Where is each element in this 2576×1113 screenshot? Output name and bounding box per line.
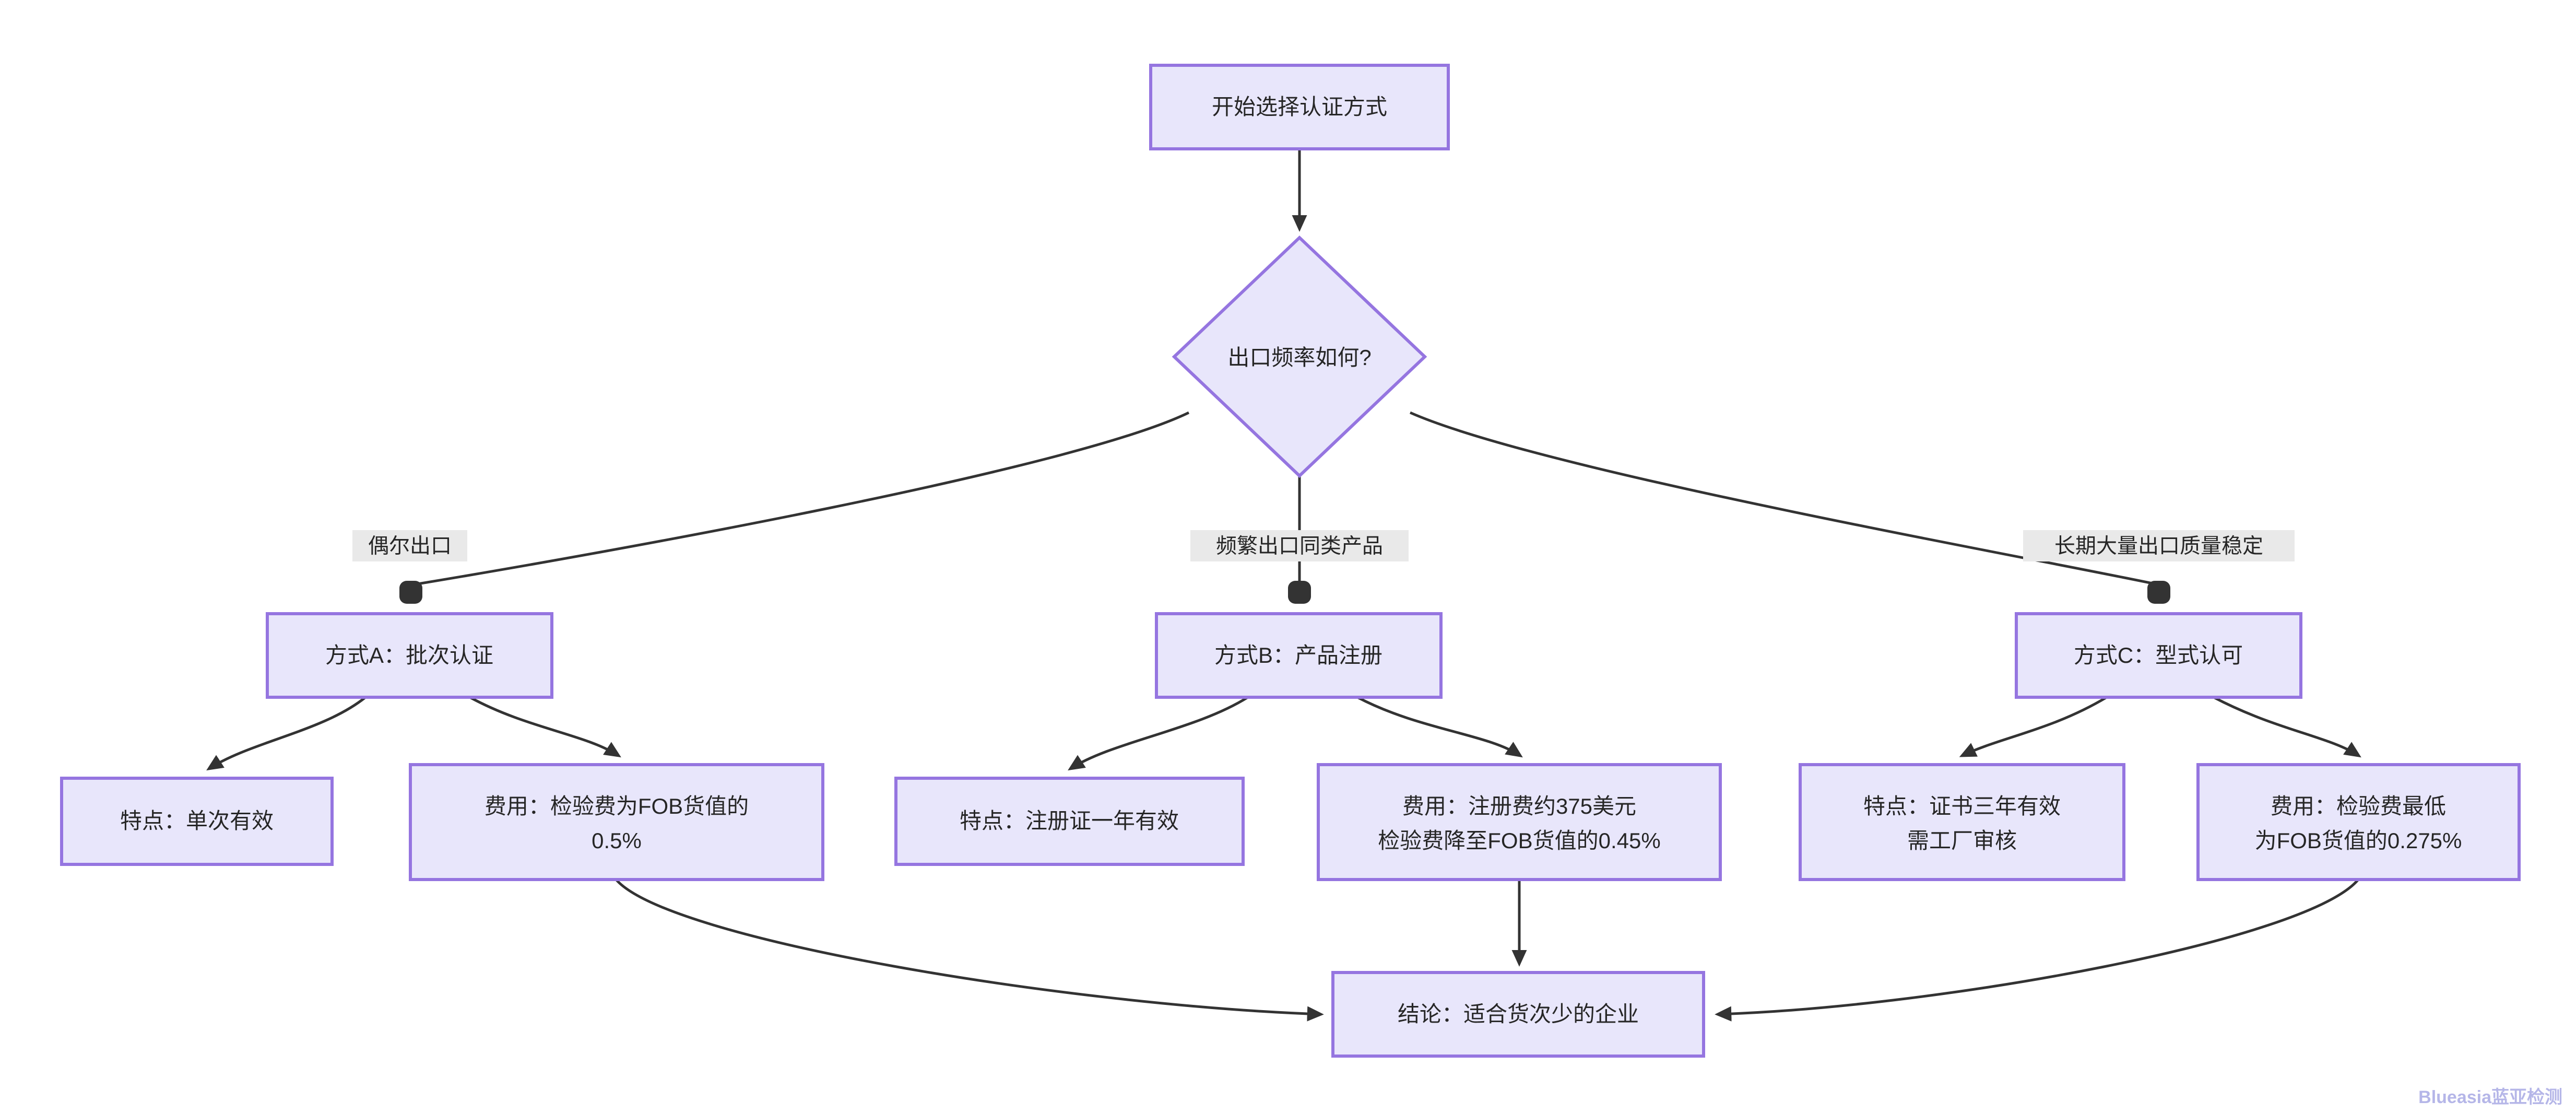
node-fee-c[interactable]: 费用：检验费最低 为FOB货值的0.275% [2196,763,2521,881]
edge-dot-method-a [399,581,422,604]
node-method-a-label: 方式A：批次认证 [325,643,493,667]
edge-label-bg-frequent [1190,530,1409,561]
node-decision[interactable]: 出口频率如何? [1172,235,1427,478]
node-method-a[interactable]: 方式A：批次认证 [266,612,553,699]
nodes-layer: 开始选择认证方式 出口频率如何? 方式A：批次认证 方式B：产品注册 方式C：型… [60,64,2521,1058]
edge-label-bg-occasional [352,530,467,561]
node-conclusion-shape[interactable] [1331,971,1705,1058]
node-fee-a-label-line2: 0.5% [592,828,642,853]
node-start[interactable]: 开始选择认证方式 [1149,64,1450,150]
node-feature-b-shape[interactable] [894,777,1245,866]
edges-layer [206,149,2361,1022]
node-fee-c-shape[interactable] [2196,763,2521,881]
node-conclusion-label: 结论：适合货次少的企业 [1398,1002,1639,1026]
node-feature-a-shape[interactable] [60,777,334,866]
edge-fee-a-to-conclusion [615,878,1324,1022]
node-fee-a-label-line1: 费用：检验费为FOB货值的 [485,794,749,818]
node-feature-b-label: 特点：注册证一年有效 [960,809,1179,833]
node-method-c[interactable]: 方式C：型式认可 [2015,612,2302,699]
node-fee-b-label-line1: 费用：注册费约375美元 [1402,794,1636,818]
node-method-b[interactable]: 方式B：产品注册 [1155,612,1443,699]
edge-dot-method-c [2147,581,2170,604]
edge-fee-c-to-conclusion [1715,878,2359,1022]
node-feature-b[interactable]: 特点：注册证一年有效 [894,777,1245,866]
edge-method-b-to-feature-b [1068,696,1249,771]
node-fee-b[interactable]: 费用：注册费约375美元 检验费降至FOB货值的0.45% [1317,763,1722,881]
node-feature-c-shape[interactable] [1799,763,2125,881]
edge-decision-to-method-c [1409,411,2156,585]
edge-labels-layer: 偶尔出口 频繁出口同类产品 长期大量出口质量稳定 [352,530,2295,561]
edge-method-c-to-fee-c [2213,696,2361,758]
node-feature-c-label-line2: 需工厂审核 [1907,828,2017,853]
node-method-c-shape[interactable] [2015,612,2302,699]
node-decision-shape[interactable] [1172,235,1427,478]
node-method-c-label: 方式C：型式认可 [2074,643,2243,667]
node-start-label: 开始选择认证方式 [1212,95,1387,119]
edge-method-b-to-fee-b [1356,696,1523,758]
node-feature-c-label-line1: 特点：证书三年有效 [1863,794,2061,818]
edge-decision-to-method-a [417,411,1190,585]
node-fee-b-shape[interactable] [1317,763,1722,881]
edge-method-a-to-fee-a [469,696,621,758]
node-method-b-shape[interactable] [1155,612,1443,699]
edge-dot-method-b [1288,581,1311,604]
node-fee-c-label-line1: 费用：检验费最低 [2271,794,2446,818]
edge-label-bg-longterm [2023,530,2295,561]
node-fee-b-label-line2: 检验费降至FOB货值的0.45% [1378,828,1660,853]
node-method-a-shape[interactable] [266,612,553,699]
node-feature-c[interactable]: 特点：证书三年有效 需工厂审核 [1799,763,2125,881]
edge-method-a-to-feature-a [206,696,367,771]
edge-label-longterm: 长期大量出口质量稳定 [2054,535,2263,558]
edge-method-c-to-feature-c [1959,696,2108,757]
node-decision-label: 出口频率如何? [1227,345,1371,370]
node-fee-a-shape[interactable] [409,763,824,881]
node-fee-c-label-line2: 为FOB货值的0.275% [2255,828,2462,853]
edge-label-occasional: 偶尔出口 [368,535,452,558]
watermark: Blueasia蓝亚检测 [2418,1087,2562,1107]
node-feature-a[interactable]: 特点：单次有效 [60,777,334,866]
edge-label-frequent: 频繁出口同类产品 [1216,535,1383,558]
node-start-shape[interactable] [1149,64,1450,150]
node-feature-a-label: 特点：单次有效 [120,809,274,833]
node-fee-a[interactable]: 费用：检验费为FOB货值的 0.5% [409,763,824,881]
node-conclusion[interactable]: 结论：适合货次少的企业 [1331,971,1705,1058]
node-method-b-label: 方式B：产品注册 [1214,643,1382,667]
